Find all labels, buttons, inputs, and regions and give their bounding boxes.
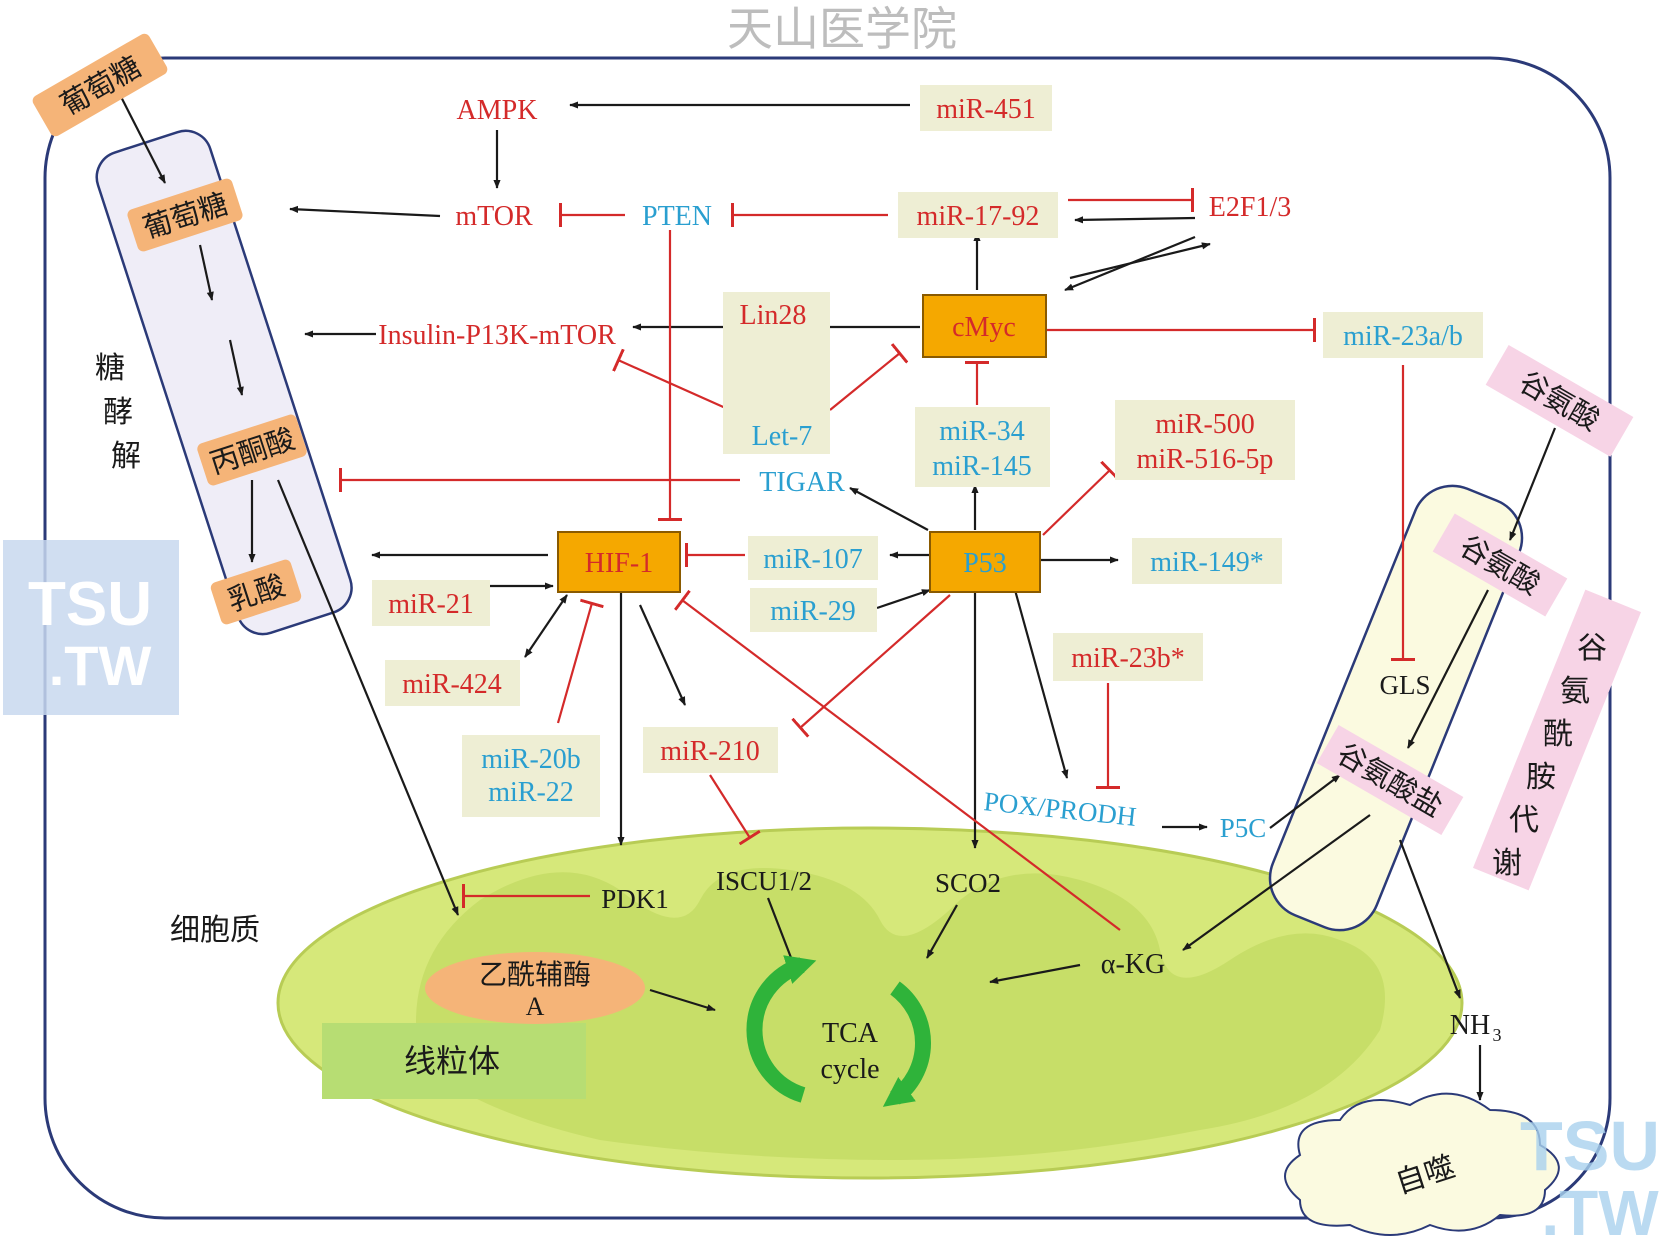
mir29-label: miR-29 (770, 596, 856, 627)
svg-text:TSU: TSU (1520, 1107, 1660, 1185)
mir21-box: miR-21 (372, 580, 490, 626)
glycolysis-label: 糖酵解 (95, 351, 141, 474)
svg-text:TSU: TSU (28, 570, 152, 639)
lin28-label: Lin28 (740, 300, 807, 331)
mir500-label: miR-500 (1155, 409, 1255, 440)
p53-box: P53 (929, 531, 1041, 593)
iscu-label: ISCU1/2 (716, 866, 812, 896)
cytoplasm-label: 细胞质 (170, 913, 260, 948)
mir149-box: miR-149* (1132, 538, 1282, 584)
e2f-label: E2F1/3 (1209, 192, 1291, 223)
mir107-label: miR-107 (763, 544, 863, 575)
mir451-box: miR-451 (920, 85, 1052, 131)
pten-label: PTEN (642, 201, 712, 232)
glutamine-compartment (1268, 484, 1524, 932)
mir34-label: miR-34 (939, 416, 1025, 447)
svg-text:NH: NH (1450, 1010, 1490, 1041)
glycolysis-char: 解 (111, 439, 141, 474)
mitochondrion (276, 826, 1464, 1180)
let7-label: Let-7 (752, 421, 813, 452)
inhibition-connectors (339, 188, 1415, 931)
mir20b-box: miR-20b miR-22 (462, 735, 600, 817)
p5c-label: P5C (1220, 813, 1267, 843)
mir145-label: miR-145 (932, 451, 1032, 482)
acetyl-coa-a-label: A (526, 992, 545, 1021)
nh3-label: NH 3 (1450, 1010, 1502, 1045)
glutamine-metabolism-char: 胺 (1526, 760, 1556, 795)
mir500-box: miR-500 miR-516-5p (1115, 400, 1295, 480)
mir210-box: miR-210 (643, 727, 778, 773)
sco2-label: SCO2 (935, 868, 1001, 898)
mir149-label: miR-149* (1150, 547, 1264, 578)
mir23b-box: miR-23b* (1053, 633, 1203, 681)
p53-label: P53 (963, 548, 1007, 579)
svg-text:3: 3 (1493, 1025, 1502, 1045)
glutamine-metabolism-char: 谷 (1577, 631, 1607, 666)
hif1-box: HIF-1 (557, 531, 681, 593)
mtor-label: mTOR (455, 201, 533, 232)
tca-cycle: TCA cycle (746, 955, 931, 1107)
activation-arrows (114, 84, 1557, 1101)
acetyl-coa-label: 乙酰辅酶 (479, 958, 591, 991)
pdk1-label: PDK1 (601, 884, 669, 914)
tca-arrow-left (746, 955, 817, 1103)
mir21-label: miR-21 (388, 589, 474, 620)
mir424-box: miR-424 (385, 660, 520, 706)
tsu-watermark-right: TSU .TW (1520, 1107, 1660, 1246)
cycle-label: cycle (820, 1054, 879, 1085)
mir516-label: miR-516-5p (1137, 444, 1274, 475)
mir210-label: miR-210 (660, 736, 760, 767)
tca-label: TCA (822, 1018, 879, 1049)
lin28-let7-panel (723, 292, 830, 454)
glutamine-metabolism-char: 酰 (1543, 717, 1573, 752)
mir424-label: miR-424 (402, 669, 502, 700)
insulin-label: Insulin-P13K-mTOR (378, 320, 616, 351)
gls-label: GLS (1379, 670, 1430, 700)
svg-text:.TW: .TW (49, 634, 152, 697)
mir20b-label: miR-20b (481, 744, 581, 775)
cmyc-label: cMyc (952, 312, 1016, 343)
ampk-label: AMPK (457, 95, 538, 126)
acetyl-coa-box: 乙酰辅酶 A (425, 952, 645, 1024)
glutamine-metabolism-char: 谢 (1492, 846, 1522, 881)
watermark-title: 天山医学院 (727, 2, 957, 56)
tca-arrow-right (882, 981, 931, 1107)
lactate-box: 乳酸 (210, 559, 302, 625)
mir23b-label: miR-23b* (1071, 643, 1185, 674)
mitochondria-label: 线粒体 (404, 1042, 500, 1080)
hif1-label: HIF-1 (585, 548, 653, 579)
glutamine-metabolism-char: 代 (1509, 803, 1539, 838)
mir1792-box: miR-17-92 (898, 192, 1058, 238)
glycolysis-char: 酵 (103, 395, 133, 430)
glycolysis-char: 糖 (95, 351, 125, 386)
alpha-kg-label: α-KG (1101, 949, 1165, 980)
mir107-box: miR-107 (748, 536, 878, 580)
mir1792-label: miR-17-92 (917, 201, 1040, 232)
autophagy-cloud (1284, 1092, 1560, 1236)
glycolysis-compartment (95, 129, 353, 636)
tsu-watermark-left: TSU .TW (3, 540, 179, 715)
mir451-label: miR-451 (936, 94, 1036, 125)
mir23ab-box: miR-23a/b (1323, 312, 1483, 358)
mir34-box: miR-34 miR-145 (915, 407, 1050, 487)
cmyc-box: cMyc (922, 294, 1047, 358)
mir29-box: miR-29 (750, 588, 877, 632)
svg-text:.TW: .TW (1541, 1177, 1659, 1246)
mir22-label: miR-22 (488, 777, 574, 808)
tigar-label: TIGAR (759, 467, 845, 498)
glutamine-metabolism-char: 氨 (1560, 674, 1590, 709)
mir23ab-label: miR-23a/b (1343, 321, 1463, 352)
glutamine-metabolism-band (1472, 589, 1642, 891)
